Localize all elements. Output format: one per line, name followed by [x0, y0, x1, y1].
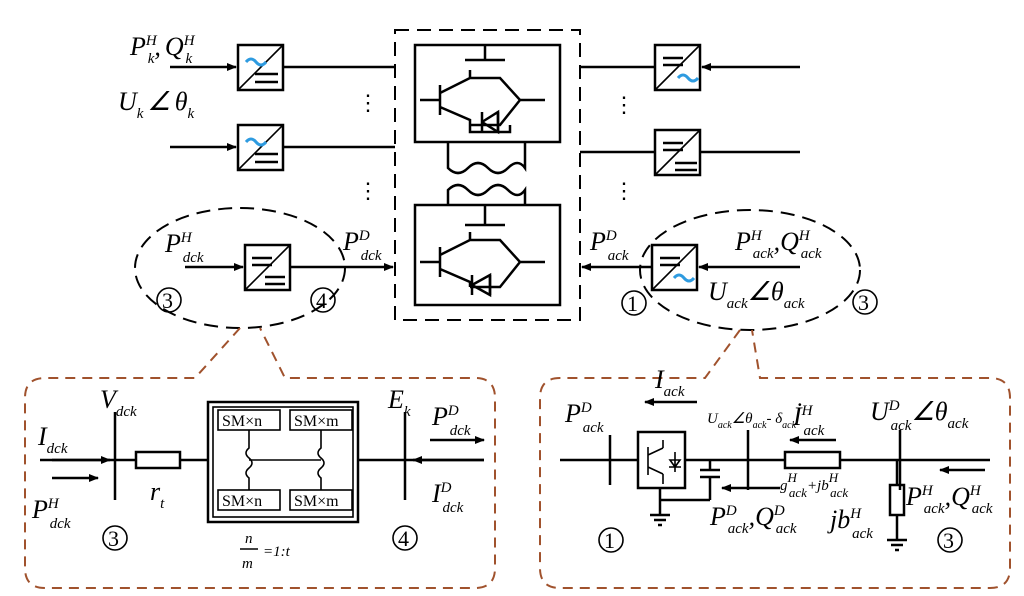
vdots-right-1: ⋮ [613, 92, 635, 117]
left-callout-border [24, 327, 496, 589]
svg-text:4: 4 [398, 526, 409, 551]
node-3-right-top: 3 [852, 289, 878, 315]
node-1-right-bottom: 1 [598, 527, 624, 553]
vdots-left-2: ⋮ [357, 178, 379, 203]
lower-switch-box [413, 203, 562, 307]
svg-text:SM×m: SM×m [294, 413, 339, 430]
right-converter-1 [653, 43, 702, 92]
node-4-left-bottom: 4 [392, 525, 418, 551]
svg-text:SM×n: SM×n [222, 493, 262, 510]
right-converter-2 [653, 128, 702, 177]
svg-text:3: 3 [108, 526, 119, 551]
svg-text:n: n [245, 531, 253, 547]
lower-igbt-symbol [420, 205, 545, 298]
node-3-right-bottom: 3 [937, 527, 963, 553]
svg-text:1: 1 [627, 291, 638, 316]
label-i-ack: Iack [654, 365, 685, 400]
mmc-inner-box [212, 406, 354, 518]
svg-text:SM×n: SM×n [222, 413, 262, 430]
upper-switch-box [413, 43, 562, 144]
svg-text:=1:t: =1:t [263, 544, 291, 560]
label-i-dck: Idck [37, 422, 68, 457]
label-v-dck: Vdck [100, 385, 137, 420]
svg-text:SM×m: SM×m [294, 493, 339, 510]
node-3-left-top: 3 [156, 287, 182, 313]
svg-text:m: m [242, 556, 253, 572]
label-e-k: Ek [387, 385, 411, 420]
svg-text:4: 4 [316, 288, 327, 313]
label-r-t: rt [150, 477, 165, 512]
label-u-ack-small: Uack∠θack- δack [707, 411, 797, 431]
label-u-k: Uk∠θk [118, 87, 195, 122]
left-converter-2 [236, 123, 285, 172]
vsc-switch-symbol [636, 430, 687, 490]
left-converter-1 [236, 43, 285, 92]
label-u-ack: Uack∠θack [708, 277, 805, 312]
resistor-rt [134, 450, 182, 470]
upper-igbt-symbol [420, 45, 545, 135]
svg-text:3: 3 [943, 528, 954, 553]
central-dashed-box [394, 29, 581, 321]
transformer-coils [446, 142, 527, 205]
right-converter-ac [650, 243, 699, 292]
right-dashed-ellipse [639, 209, 861, 331]
mmc-internal-links [245, 430, 325, 490]
right-callout-border [539, 329, 1011, 589]
svg-text:1: 1 [604, 528, 615, 553]
vdots-left-1: ⋮ [357, 90, 379, 115]
shunt-element [888, 483, 906, 517]
vdots-right-2: ⋮ [613, 178, 635, 203]
node-3-left-bottom: 3 [102, 525, 128, 551]
left-converter-dc [243, 243, 292, 292]
node-4-left-top: 4 [310, 287, 336, 313]
node-1-right-top: 1 [621, 290, 647, 316]
svg-text:3: 3 [162, 288, 173, 313]
series-impedance [783, 450, 842, 470]
svg-text:3: 3 [858, 290, 869, 315]
ratio-fraction: n m =1:t [240, 531, 291, 572]
mmc-outer-box [206, 400, 360, 524]
left-dashed-ellipse [134, 207, 346, 329]
